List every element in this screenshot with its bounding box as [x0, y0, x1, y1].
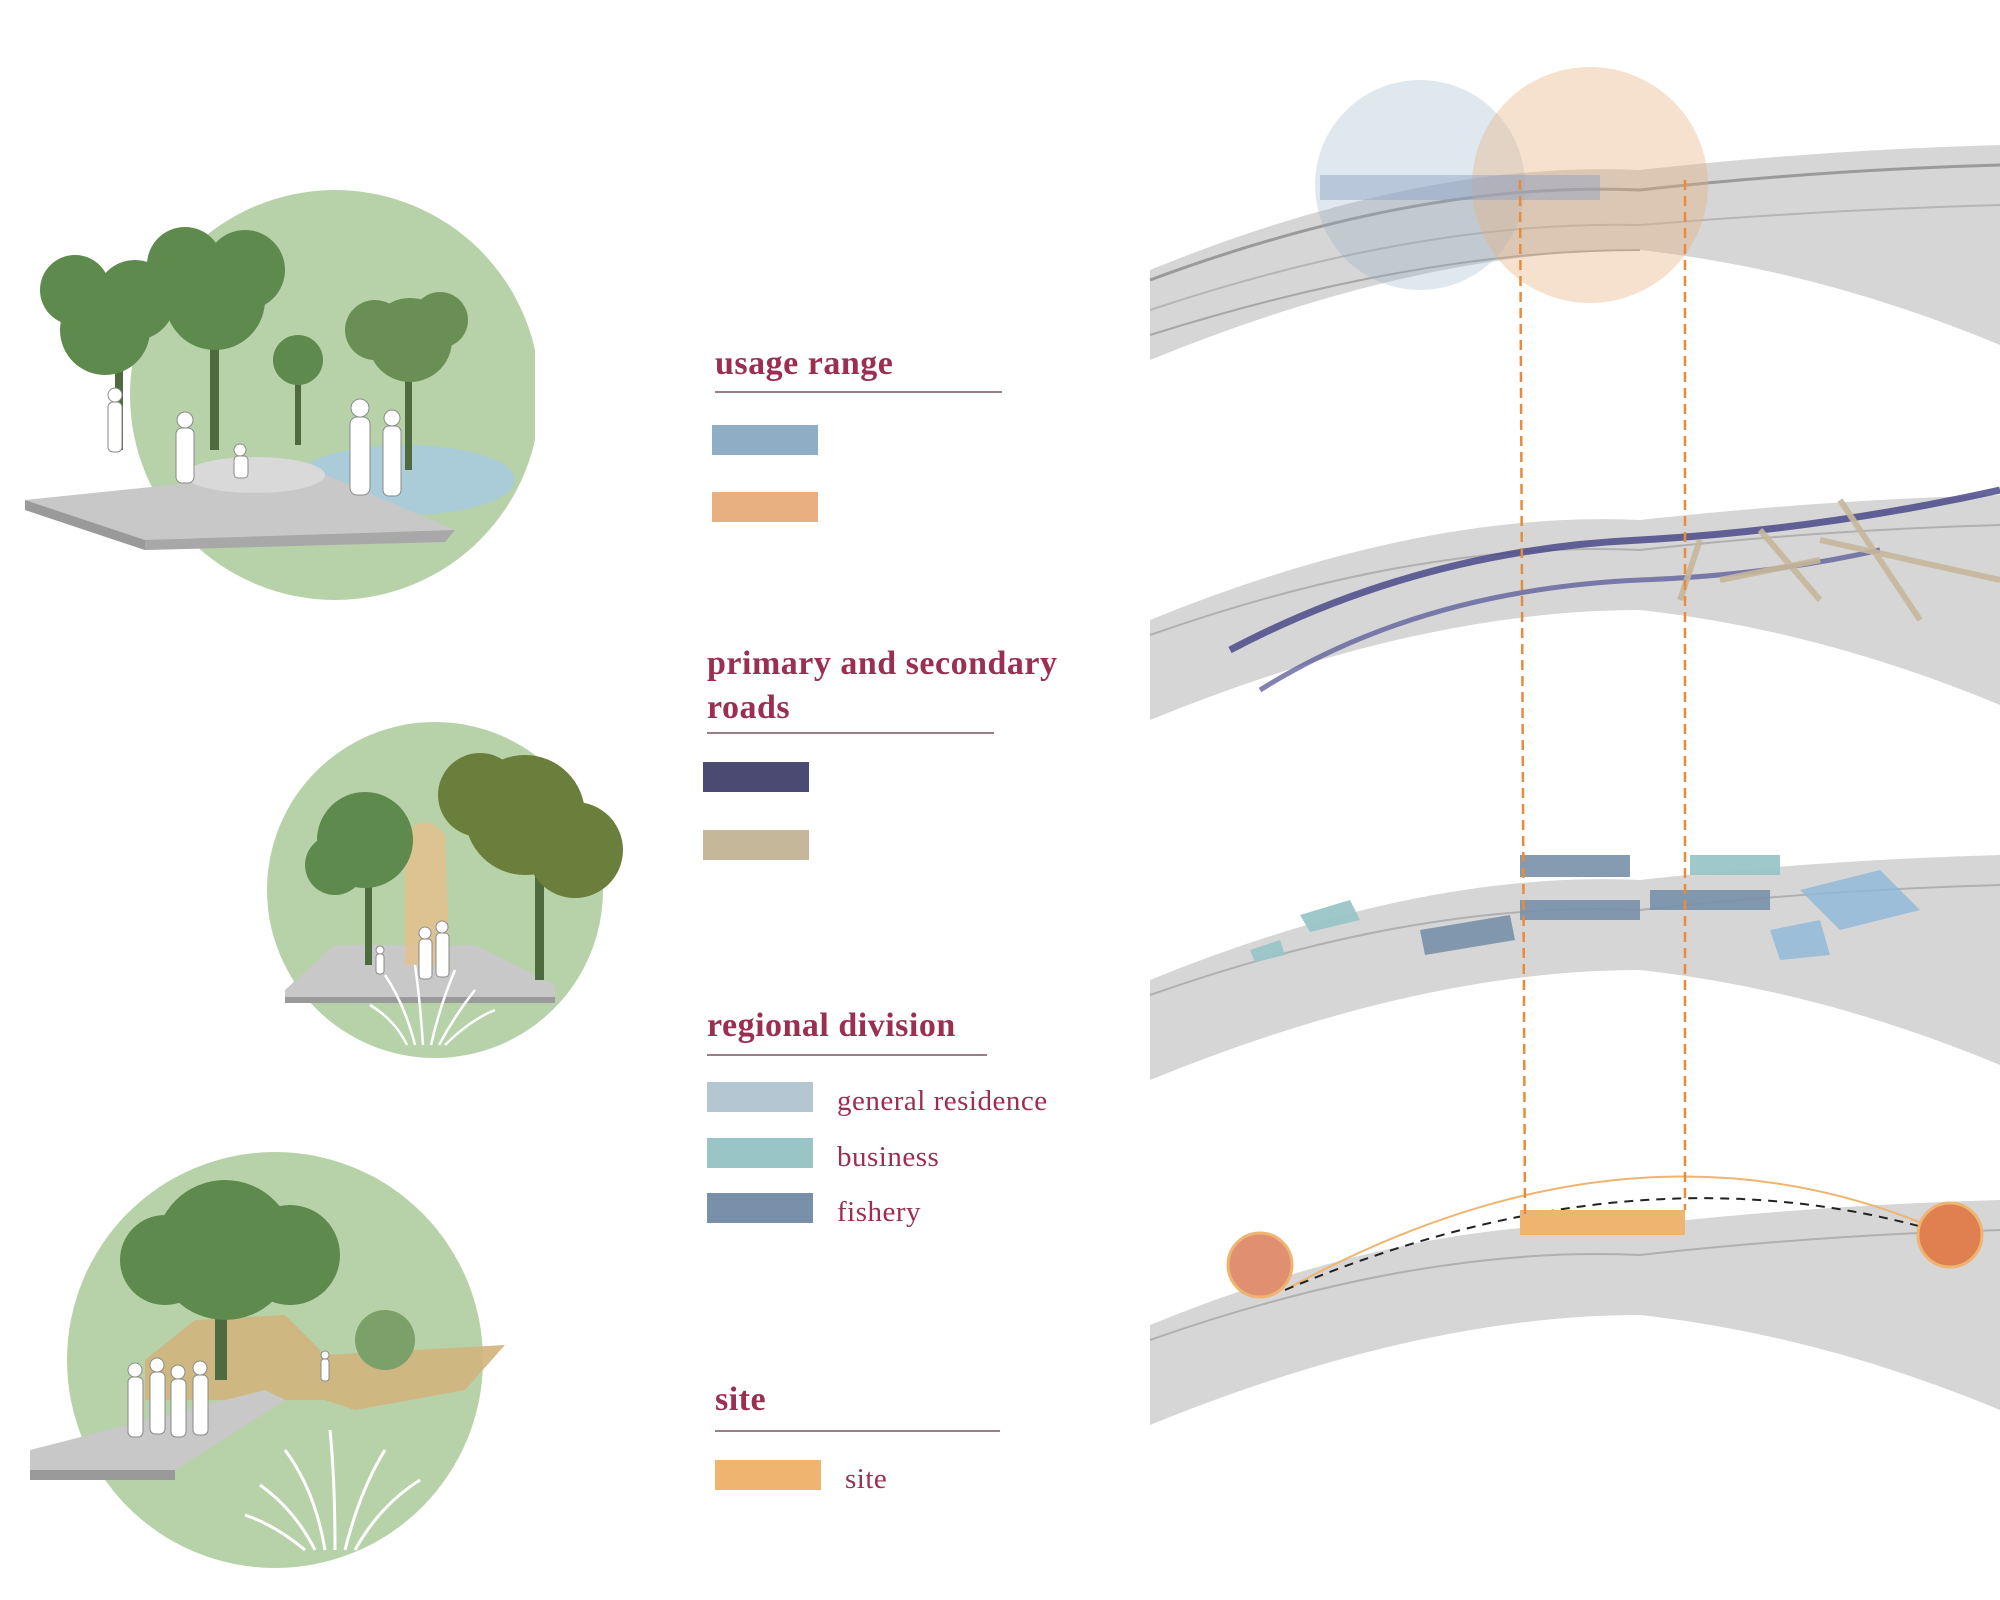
people-icon: [107, 387, 402, 497]
grass-icon: [244, 1429, 421, 1552]
site-map: [1120, 1125, 2000, 1450]
roads-swatch-primary: [703, 762, 809, 792]
primary-road-line: [1228, 486, 2000, 654]
site-endpoint-circle: [1916, 1201, 1984, 1269]
grass-icon: [369, 964, 496, 1046]
tree-icon: [40, 227, 468, 470]
usage-range-circle-orange: [1472, 67, 1708, 303]
usage-range-map: [1120, 40, 2000, 360]
pavilion-vignette: [25, 1150, 525, 1580]
city-strip-shape: [1150, 145, 2000, 360]
site-swatch: [715, 1460, 821, 1490]
tree-icon: [305, 753, 623, 980]
general-residence-zone: [1800, 870, 1920, 930]
platform-shape: [25, 470, 455, 550]
fishery-zone: [1420, 915, 1515, 955]
site-rule: [715, 1430, 1000, 1432]
city-strip-shape: [1150, 1200, 2000, 1425]
general-residence-swatch: [707, 1082, 813, 1112]
connection-arc-solid: [1284, 1175, 1951, 1291]
regional-division-map: [1120, 800, 2000, 1100]
usage-range-swatch-orange: [712, 492, 818, 522]
roads-swatch-secondary: [703, 830, 809, 860]
usage-range-rule: [715, 391, 1002, 393]
business-zone: [1690, 855, 1780, 875]
regional-division-title: regional division: [707, 1007, 956, 1044]
fishery-zone: [1520, 855, 1630, 877]
city-strip-shape: [1150, 495, 2000, 720]
roads-title-line1: primary and secondary: [707, 645, 1058, 682]
connection-arc-dashed: [1284, 1197, 1951, 1291]
site-label: site: [845, 1463, 888, 1495]
secondary-road-line: [1677, 498, 2000, 622]
guide-line-left: [1518, 179, 1527, 1216]
fishery-swatch: [707, 1193, 813, 1223]
fishery-zone: [1520, 900, 1640, 920]
regional-division-rule: [707, 1054, 987, 1056]
park-plaza-vignette: [15, 180, 535, 610]
tree-icon: [120, 1180, 415, 1380]
business-label: business: [837, 1141, 940, 1173]
people-icon: [127, 1350, 330, 1438]
fishery-zone: [1650, 890, 1770, 910]
business-zone: [1300, 900, 1360, 932]
people-icon: [375, 920, 450, 980]
business-zone: [1250, 940, 1285, 962]
site-zone: [1520, 1210, 1685, 1235]
site-title: site: [715, 1381, 767, 1418]
site-endpoint-circle: [1226, 1231, 1294, 1299]
general-residence-zone: [1770, 920, 1830, 960]
roads-title-line2: roads: [707, 689, 791, 726]
general-residence-label: general residence: [837, 1085, 1048, 1117]
walkway-vignette: [255, 715, 675, 1065]
roads-map: [1120, 440, 2000, 740]
usage-range-title: usage range: [715, 345, 894, 382]
city-strip-shape: [1150, 855, 2000, 1080]
roads-rule: [707, 732, 994, 734]
usage-range-swatch-blue: [712, 425, 818, 455]
guide-lines: [1120, 150, 2000, 1235]
business-swatch: [707, 1138, 813, 1168]
fishery-label: fishery: [837, 1196, 922, 1228]
usage-range-circle-blue: [1315, 80, 1525, 290]
